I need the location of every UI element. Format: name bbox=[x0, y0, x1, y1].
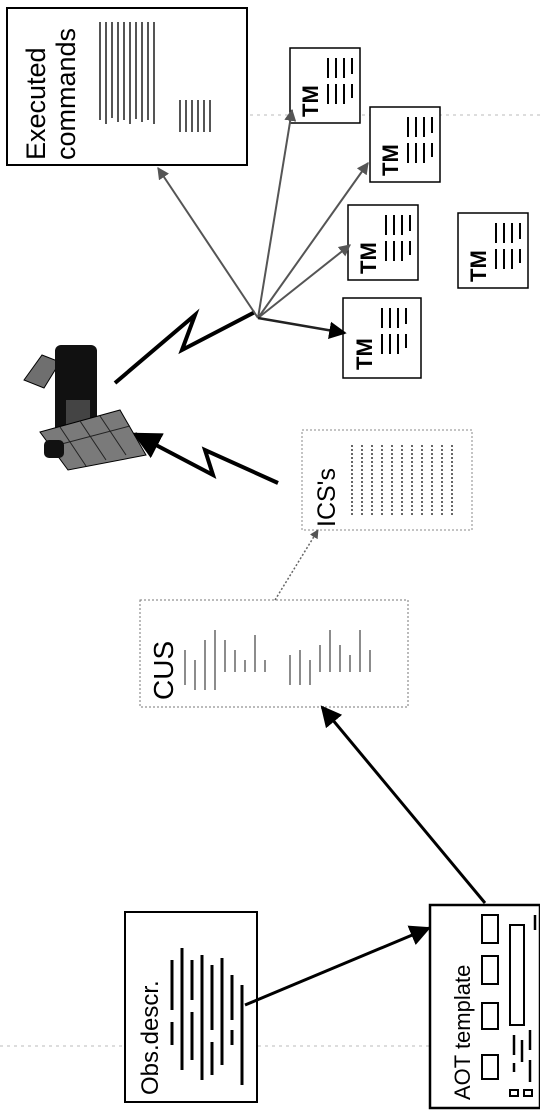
tm-box: TM bbox=[458, 213, 528, 288]
tm-label: TM bbox=[298, 85, 323, 117]
obs-descr-box: Obs.descr. bbox=[125, 912, 257, 1102]
cus-box: CUS bbox=[140, 600, 408, 707]
arrow-to-executed-commands bbox=[158, 168, 258, 318]
arrow-obs-to-aot bbox=[245, 928, 429, 1005]
tm-box: TM bbox=[348, 205, 418, 280]
aot-template-label: AOT template bbox=[450, 965, 475, 1100]
arrow-cus-to-ics bbox=[275, 530, 318, 600]
tm-label: TM bbox=[378, 144, 403, 176]
tm-box: TM bbox=[370, 107, 440, 182]
tm-label: TM bbox=[356, 242, 381, 274]
executed-label-2: commands bbox=[51, 28, 81, 160]
arrow-to-tm bbox=[258, 110, 292, 318]
ics-box: ICS's bbox=[302, 430, 472, 530]
tm-box: TM bbox=[290, 48, 360, 123]
tm-label: TM bbox=[352, 338, 377, 370]
tm-label: TM bbox=[466, 250, 491, 282]
executed-label-1: Executed bbox=[21, 47, 51, 160]
obs-descr-label: Obs.descr. bbox=[137, 980, 164, 1095]
cus-label: CUS bbox=[148, 641, 179, 700]
satellite-icon bbox=[24, 345, 146, 470]
arrow-to-tm bbox=[258, 318, 345, 333]
lightning-bolt-icon bbox=[135, 434, 278, 483]
ics-label: ICS's bbox=[313, 468, 341, 527]
aot-template-box: AOT template bbox=[430, 905, 540, 1108]
arrow-aot-to-cus bbox=[322, 707, 485, 903]
tm-box: TM bbox=[343, 298, 421, 378]
arrow-to-tm bbox=[258, 245, 350, 318]
lightning-bolt-icon bbox=[115, 312, 255, 383]
executed-commands-box: Executed commands bbox=[7, 8, 247, 165]
